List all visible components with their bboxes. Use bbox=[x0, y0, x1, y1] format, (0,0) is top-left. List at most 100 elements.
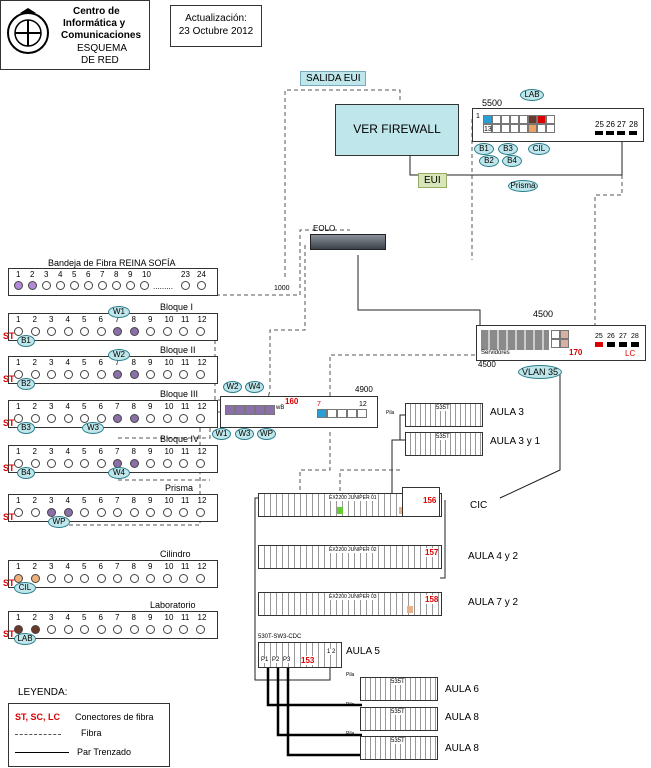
fiber-port bbox=[80, 327, 89, 336]
port-number: 9 bbox=[148, 613, 153, 622]
w3-oval: W3 bbox=[235, 428, 254, 440]
st-label: ST bbox=[3, 629, 15, 639]
port-number: 1 bbox=[16, 402, 21, 411]
fiber-port bbox=[63, 370, 73, 379]
fiber-port bbox=[113, 414, 122, 423]
switch-535t-aula8a: 535T bbox=[360, 707, 438, 731]
port-number: 7 bbox=[115, 562, 120, 571]
fiber-port bbox=[195, 459, 205, 468]
fiber-port bbox=[80, 625, 89, 634]
tray-title: Bandeja de Fibra REINA SOFÍA bbox=[48, 258, 176, 268]
fiber-port bbox=[63, 508, 73, 517]
fiber-port bbox=[129, 508, 139, 517]
port-number: 3 bbox=[49, 496, 54, 505]
switch-4900: wB 160 7 12 bbox=[220, 396, 378, 428]
sw5500-label: 5500 bbox=[482, 98, 503, 108]
block-name: Laboratorio bbox=[150, 600, 196, 610]
fiber-port bbox=[179, 625, 188, 634]
fiber-port bbox=[63, 459, 73, 468]
port-number: 1 bbox=[16, 562, 21, 571]
port-number: 7 bbox=[115, 315, 120, 324]
fiber-port bbox=[129, 574, 139, 583]
port-number: 7 bbox=[115, 358, 120, 367]
block-tag-oval: B1 bbox=[17, 335, 35, 347]
fiber-port bbox=[113, 370, 122, 379]
fiber-port bbox=[14, 414, 23, 423]
fiber-port bbox=[80, 414, 89, 423]
fiber-port bbox=[195, 370, 205, 379]
fiber-port bbox=[96, 370, 106, 379]
legend-title: LEYENDA: bbox=[18, 687, 68, 698]
port-number: 11 bbox=[181, 562, 190, 571]
port-number: 10 bbox=[164, 562, 174, 571]
switch-530t: P1 P2 P3 153 1 2 bbox=[258, 642, 342, 668]
port-5500-1 bbox=[483, 115, 492, 124]
aula6-label: AULA 6 bbox=[445, 684, 479, 695]
port-number: 9 bbox=[148, 447, 153, 456]
fiber-port bbox=[47, 625, 56, 634]
block-oval: LAB bbox=[14, 633, 36, 645]
b3-oval-top: B3 bbox=[498, 143, 518, 155]
fiber-port bbox=[179, 414, 188, 423]
title-line2: DE RED bbox=[81, 55, 119, 66]
fiber-port bbox=[129, 370, 139, 379]
fiber-port bbox=[129, 459, 139, 468]
fiber-port bbox=[162, 625, 172, 634]
eolo-server-icon bbox=[310, 234, 386, 250]
cil-oval-top: CIL bbox=[528, 143, 550, 155]
port-number: 11 bbox=[181, 447, 190, 456]
port-number: 8 bbox=[131, 447, 136, 456]
port-number: 12 bbox=[197, 402, 207, 411]
port-number: 6 bbox=[98, 358, 103, 367]
fiber-port bbox=[146, 459, 155, 468]
fiber-port bbox=[146, 414, 155, 423]
port-number: 6 bbox=[98, 496, 103, 505]
port-number: 7 bbox=[115, 613, 120, 622]
fiber-port bbox=[162, 459, 172, 468]
fiber-port bbox=[146, 327, 155, 336]
port-number: 1 bbox=[16, 613, 21, 622]
eui-label: EUI bbox=[418, 173, 447, 188]
port-number: 1 bbox=[16, 358, 21, 367]
fiber-port bbox=[146, 370, 155, 379]
org-line2: Informática y bbox=[63, 18, 126, 29]
port-number: 4 bbox=[65, 358, 70, 367]
fiber-port bbox=[30, 414, 40, 423]
port-number: 3 bbox=[49, 315, 54, 324]
fiber-port bbox=[80, 370, 89, 379]
juniper-03: EX2200 JUNIPER 03 158 bbox=[258, 592, 442, 616]
salida-eui-label: SALIDA EUI bbox=[300, 71, 367, 86]
aula3-label: AULA 3 bbox=[490, 407, 524, 418]
port-number: 1 bbox=[16, 447, 21, 456]
port-number: 10 bbox=[164, 613, 174, 622]
fiber-port bbox=[96, 625, 106, 634]
port-number: 4 bbox=[65, 402, 70, 411]
port-number: 3 bbox=[49, 447, 54, 456]
fiber-port bbox=[146, 625, 155, 634]
port-number: 2 bbox=[32, 402, 37, 411]
switch-4500: Servidores 170 25 26 27 28 LC bbox=[476, 325, 646, 361]
switch-535t-aula6: 535T bbox=[360, 677, 438, 701]
fiber-port bbox=[179, 574, 188, 583]
port-number: 10 bbox=[164, 447, 174, 456]
fiber-port bbox=[162, 508, 172, 517]
fiber-port bbox=[47, 327, 56, 336]
sw4500-label-bottom: 4500 bbox=[478, 360, 496, 369]
link-1000-label: 1000 bbox=[274, 285, 290, 292]
block-name: Bloque II bbox=[160, 345, 196, 355]
port-number: 11 bbox=[181, 402, 190, 411]
block-name: Cilindro bbox=[160, 549, 191, 559]
port-number: 3 bbox=[49, 402, 54, 411]
port-number: 9 bbox=[148, 562, 153, 571]
port-number: 6 bbox=[98, 447, 103, 456]
port-number: 5 bbox=[82, 315, 87, 324]
block-oval: W4 bbox=[108, 467, 130, 479]
aula4y2-label: AULA 4 y 2 bbox=[468, 551, 519, 562]
port-number: 6 bbox=[98, 315, 103, 324]
port-number: 5 bbox=[82, 562, 87, 571]
port-number: 3 bbox=[49, 613, 54, 622]
firewall-label: VER FIREWALL bbox=[353, 122, 441, 136]
fiber-port bbox=[63, 414, 73, 423]
w1-oval: W1 bbox=[212, 428, 231, 440]
